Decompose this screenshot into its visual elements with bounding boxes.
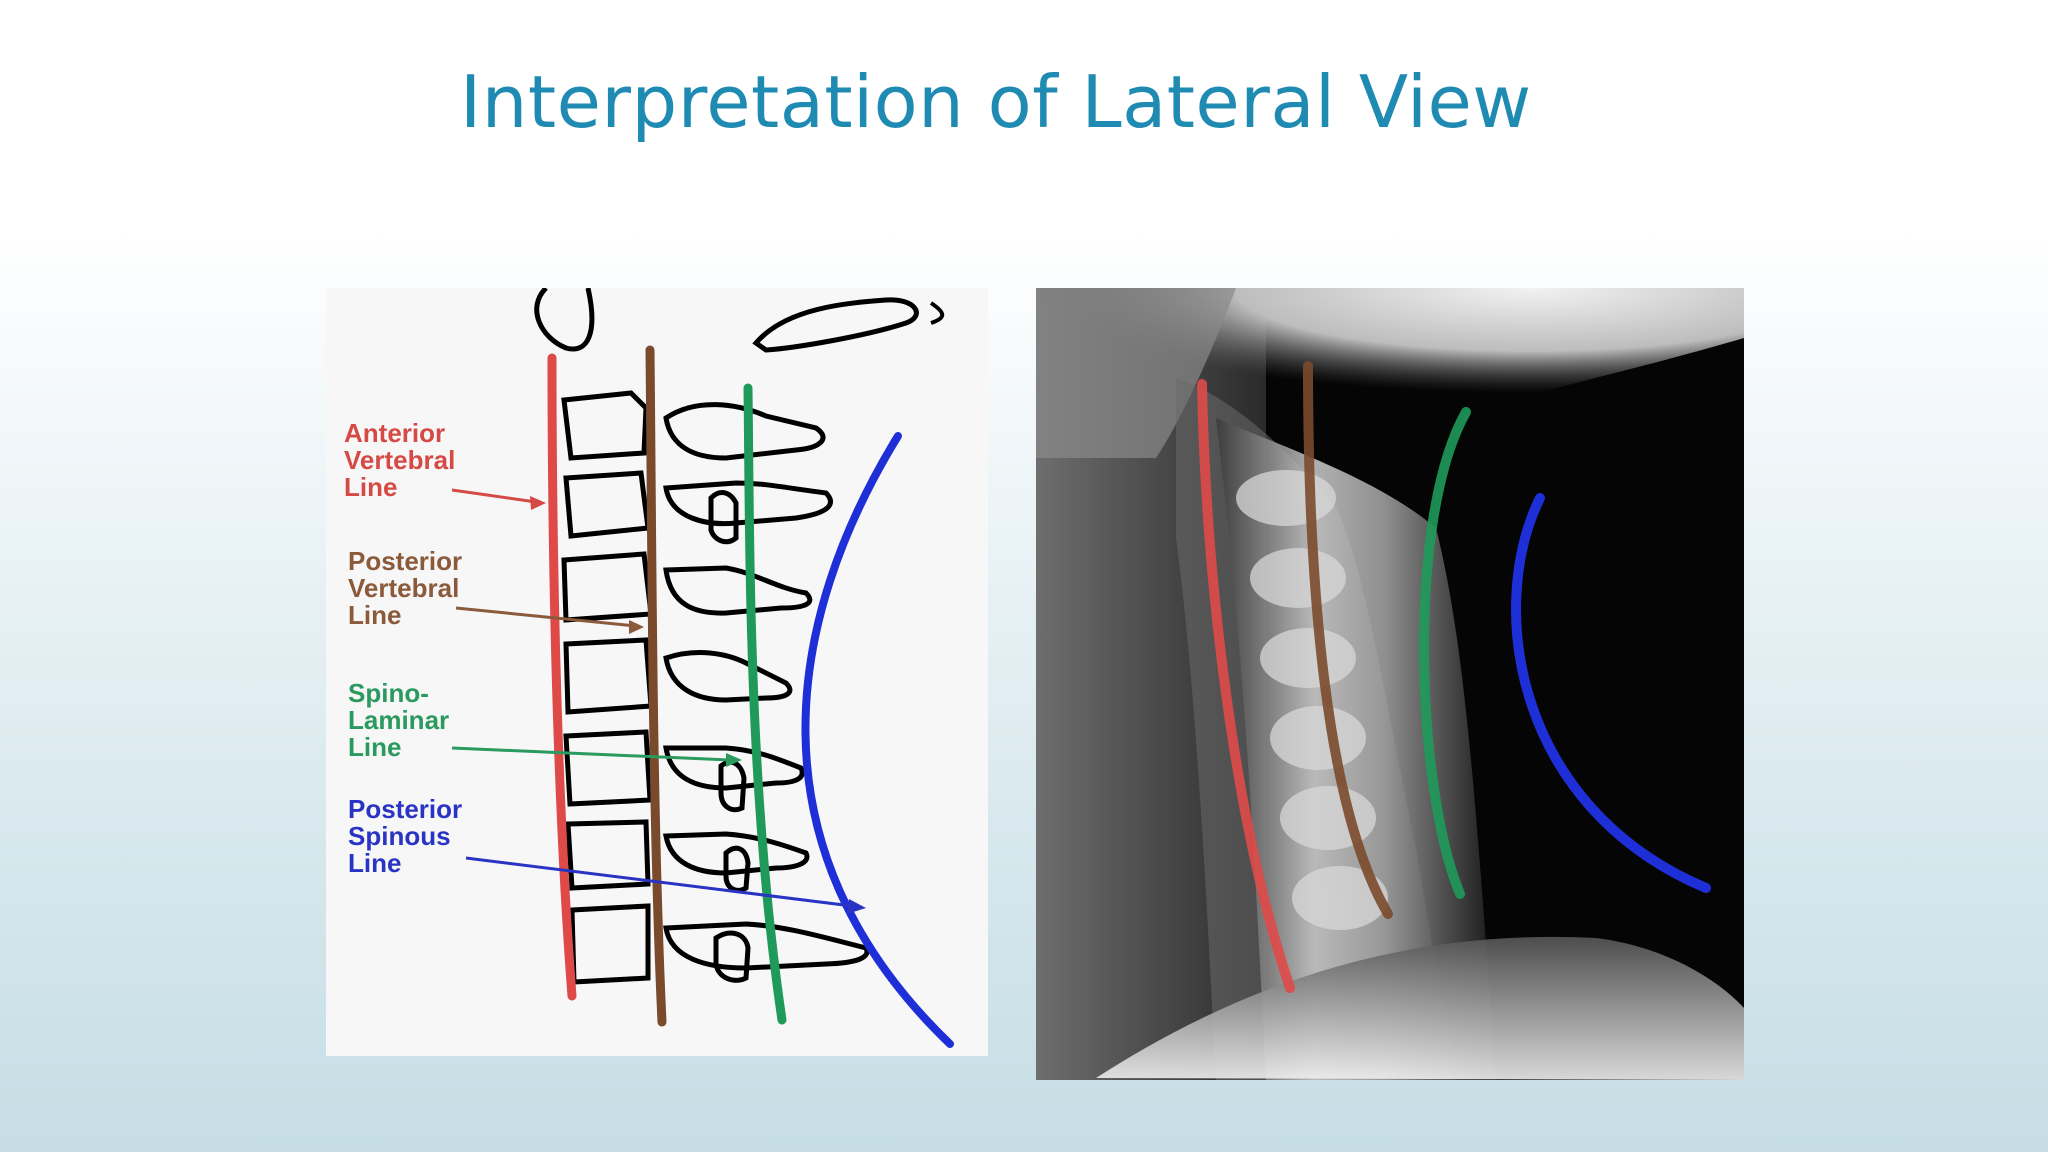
svg-text:Line: Line <box>348 732 401 762</box>
xray-posterior-spinous-line <box>1511 493 1711 893</box>
spine-line-diagram: Anterior Vertebral Line Posterior Verteb… <box>326 288 988 1056</box>
spine-diagram-svg: Anterior Vertebral Line Posterior Verteb… <box>344 288 954 1048</box>
svg-text:Spinous: Spinous <box>348 821 451 851</box>
svg-text:Line: Line <box>344 472 397 502</box>
lateral-xray-image <box>1036 288 1744 1080</box>
svg-text:Vertebral: Vertebral <box>348 573 459 603</box>
posterior-spinous-line <box>801 432 954 1048</box>
vertebral-bodies <box>561 390 654 985</box>
label-spinolaminar: Spino- Laminar Line <box>348 678 449 762</box>
spinolaminar-line <box>743 383 787 1025</box>
anterior-vertebral-line <box>547 353 577 1001</box>
label-posterior-spinous: Posterior Spinous Line <box>348 794 462 878</box>
vertebra-shapes <box>1236 470 1388 930</box>
xray-posterior-vertebral-line <box>1303 361 1393 919</box>
posterior-vertebral-line <box>645 345 667 1027</box>
svg-text:Laminar: Laminar <box>348 705 449 735</box>
skull-fragment <box>534 288 595 352</box>
slide-title: Interpretation of Lateral View <box>460 60 1532 144</box>
svg-text:Spino-: Spino- <box>348 678 429 708</box>
svg-text:Anterior: Anterior <box>344 418 445 448</box>
svg-text:Vertebral: Vertebral <box>344 445 455 475</box>
xray-svg <box>1036 288 1744 1080</box>
label-anterior-vertebral: Anterior Vertebral Line <box>344 418 455 502</box>
label-posterior-vertebral: Posterior Vertebral Line <box>348 546 462 630</box>
xray-spinolaminar-line <box>1419 407 1471 899</box>
svg-text:Line: Line <box>348 848 401 878</box>
occiput-fragment <box>752 297 919 353</box>
svg-text:Line: Line <box>348 600 401 630</box>
svg-text:Posterior: Posterior <box>348 546 462 576</box>
xray-anterior-vertebral-line <box>1197 379 1295 993</box>
svg-text:Posterior: Posterior <box>348 794 462 824</box>
label-arrows <box>451 488 866 914</box>
